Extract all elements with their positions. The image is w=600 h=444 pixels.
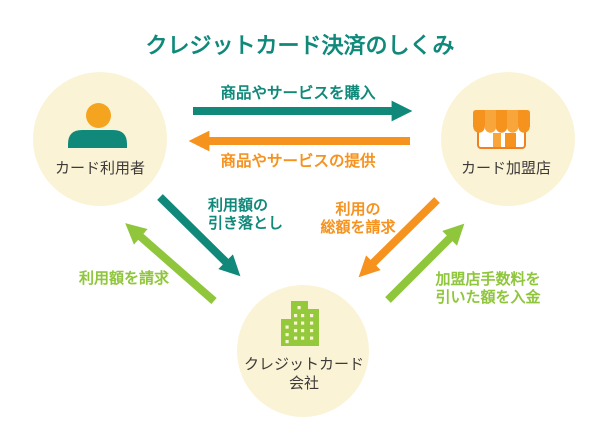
node-card-merchant bbox=[441, 72, 575, 206]
debit-label-line1: 利用額の bbox=[208, 196, 269, 214]
diagram-title: クレジットカード決済のしくみ bbox=[145, 34, 455, 59]
bill-user-label: 利用額を請求 bbox=[78, 269, 170, 287]
building-icon bbox=[281, 301, 319, 346]
debit-label: 利用額の 引き落とし bbox=[208, 196, 283, 232]
credit-card-company-label-line1: クレジットカード bbox=[243, 355, 365, 373]
deposit-label-line2: 引いた額を入金 bbox=[435, 288, 541, 306]
store-icon bbox=[473, 110, 530, 149]
card-user-label: カード利用者 bbox=[54, 159, 146, 177]
credit-card-company-label: クレジットカード 会社 bbox=[244, 355, 364, 393]
bill-total-label-line2: 総額を請求 bbox=[320, 218, 396, 236]
bill-total-label: 利用の 総額を請求 bbox=[320, 200, 395, 236]
purchase-label: 商品やサービスを購入 bbox=[220, 84, 376, 102]
bill-user-arrow bbox=[125, 223, 217, 305]
credit-card-company-label-line2: 会社 bbox=[288, 374, 320, 392]
card-merchant-label: カード加盟店 bbox=[460, 159, 552, 177]
debit-label-line2: 引き落とし bbox=[208, 214, 284, 232]
person-icon bbox=[68, 103, 127, 148]
node-credit-card-company bbox=[237, 285, 369, 417]
deposit-label: 加盟店手数料を 引いた額を入金 bbox=[435, 270, 540, 306]
provide-label: 商品やサービスの提供 bbox=[220, 152, 376, 170]
store-awning bbox=[473, 110, 530, 133]
bill-total-label-line1: 利用の bbox=[335, 200, 381, 218]
node-card-user bbox=[33, 72, 167, 206]
deposit-label-line1: 加盟店手数料を bbox=[435, 270, 541, 288]
